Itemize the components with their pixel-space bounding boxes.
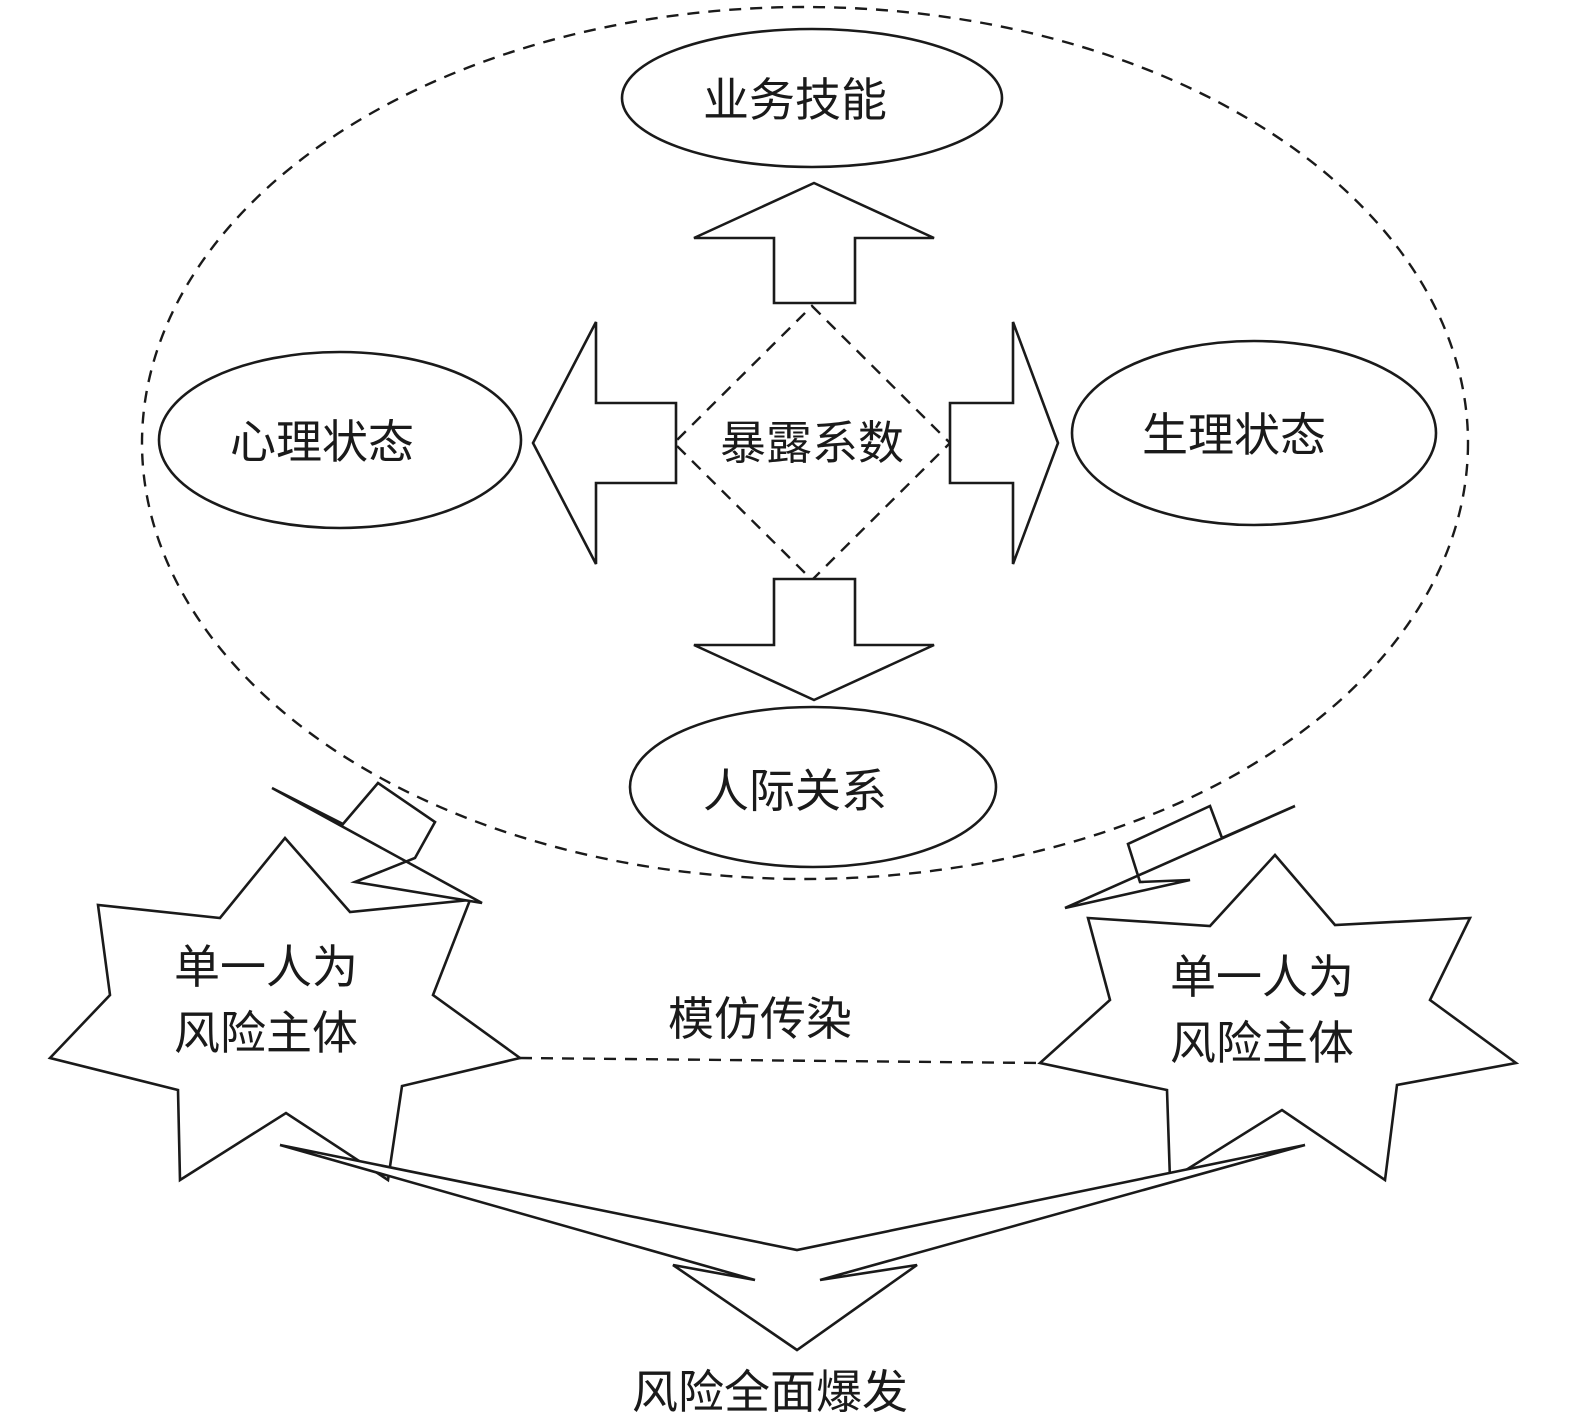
center-label: 暴露系数 <box>720 416 904 470</box>
right-star-line1: 单一人为 <box>1170 950 1354 1004</box>
link-label: 模仿传染 <box>668 992 852 1046</box>
ellipse-right <box>1070 339 1438 527</box>
factor-right-label: 生理状态 <box>1142 408 1326 462</box>
right-star <box>1037 853 1520 1183</box>
arrow-down <box>693 577 935 702</box>
arrow-left <box>531 321 678 565</box>
left-star-line2: 风险主体 <box>174 1006 358 1060</box>
left-star <box>47 835 524 1183</box>
imitation-link <box>519 1056 1041 1065</box>
outcome-label: 风险全面爆发 <box>632 1365 908 1419</box>
arrow-left-star-up <box>271 781 483 905</box>
factor-top-label: 业务技能 <box>703 73 887 127</box>
arrow-right <box>948 321 1060 565</box>
ellipse-bottom <box>628 705 998 869</box>
ellipse-left <box>157 350 523 530</box>
arrow-up <box>693 181 935 305</box>
factor-left-label: 心理状态 <box>230 415 414 469</box>
right-star-line2: 风险主体 <box>1170 1016 1354 1070</box>
factor-bottom-label: 人际关系 <box>703 764 887 818</box>
arrow-right-star-up <box>1064 804 1296 910</box>
converge-arrow <box>279 1143 1306 1352</box>
exposure-scope-ellipse <box>140 5 1470 881</box>
ellipse-top <box>620 27 1004 169</box>
left-star-line1: 单一人为 <box>174 940 358 994</box>
